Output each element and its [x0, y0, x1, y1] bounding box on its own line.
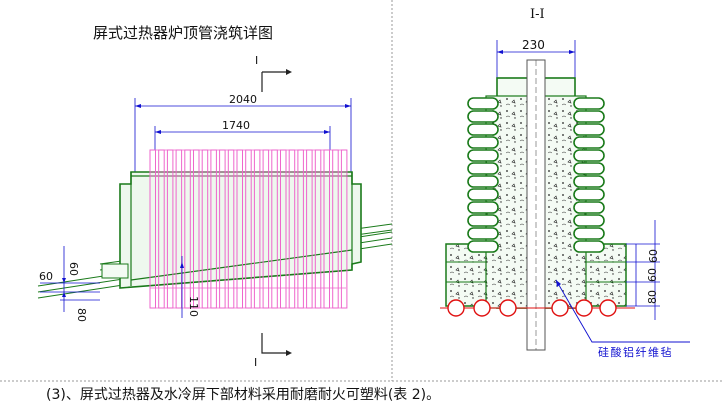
pipe-circle: [473, 299, 491, 317]
svg-text:80: 80: [75, 308, 88, 322]
left-title: 屏式过热器炉顶管浇筑详图: [93, 24, 273, 42]
fin-loop: [467, 110, 499, 123]
fin-loop: [467, 123, 499, 136]
fin-loop: [573, 97, 605, 110]
right-side-dimensions: 60 60 80: [626, 220, 660, 320]
dimension-2040: 2040: [134, 93, 352, 176]
dimension-1740: 1740: [154, 119, 331, 150]
fin-loop: [467, 149, 499, 162]
section-mark-bottom: I: [254, 356, 257, 369]
pipe-circle: [447, 299, 465, 317]
left-side-dimensions: 60 60 80: [39, 246, 100, 322]
fin-loop: [467, 227, 499, 240]
fin-loop: [467, 214, 499, 227]
bottom-pipe-row: [440, 299, 635, 317]
fin-loop: [467, 97, 499, 110]
fin-loop: [573, 136, 605, 149]
fin-loop: [573, 201, 605, 214]
material-label: 硅酸铝纤维毡: [598, 345, 673, 359]
section-cut-top: [261, 71, 290, 92]
finned-tube-coils: [467, 97, 605, 253]
fin-loop: [467, 136, 499, 149]
slope-dimension-110: 110: [180, 256, 200, 318]
section-arrow-top: [286, 69, 292, 75]
pink-tube-bank: [149, 149, 348, 309]
fin-loop: [573, 188, 605, 201]
pipe-circle: [575, 299, 593, 317]
caption-text: (3)、屏式过热器及水冷屏下部材料采用耐磨耐火可塑料(表 2)。: [46, 387, 441, 403]
pipe-circle: [599, 299, 617, 317]
fin-loop: [573, 123, 605, 136]
pipe-circle: [551, 299, 569, 317]
section-arrow-bottom: [286, 350, 292, 356]
dimension-230: 230: [496, 38, 576, 78]
svg-text:230: 230: [522, 38, 545, 52]
material-leader: 硅酸铝纤维毡: [555, 279, 690, 359]
fin-loop: [573, 227, 605, 240]
fin-loop: [573, 214, 605, 227]
svg-text:60: 60: [67, 262, 80, 276]
svg-text:80: 80: [646, 290, 659, 304]
svg-text:1740: 1740: [222, 119, 250, 132]
fin-loop: [467, 201, 499, 214]
svg-text:2040: 2040: [229, 93, 257, 106]
fin-loop: [573, 162, 605, 175]
fin-loop: [573, 110, 605, 123]
svg-text:60: 60: [647, 249, 660, 263]
section-mark-top: I: [255, 54, 258, 67]
pipe-circle: [499, 299, 517, 317]
fin-loop: [467, 188, 499, 201]
fin-loop: [573, 149, 605, 162]
svg-text:60: 60: [39, 270, 53, 283]
fin-loop: [573, 175, 605, 188]
superheater-casing: [101, 171, 362, 289]
right-title: I-I: [530, 7, 545, 22]
svg-text:110: 110: [187, 296, 200, 317]
fin-loop: [467, 162, 499, 175]
section-cut-bottom: [261, 333, 290, 354]
fin-loop: [573, 240, 605, 253]
svg-text:60: 60: [646, 268, 659, 282]
fin-loop: [467, 240, 499, 253]
fin-loop: [467, 175, 499, 188]
